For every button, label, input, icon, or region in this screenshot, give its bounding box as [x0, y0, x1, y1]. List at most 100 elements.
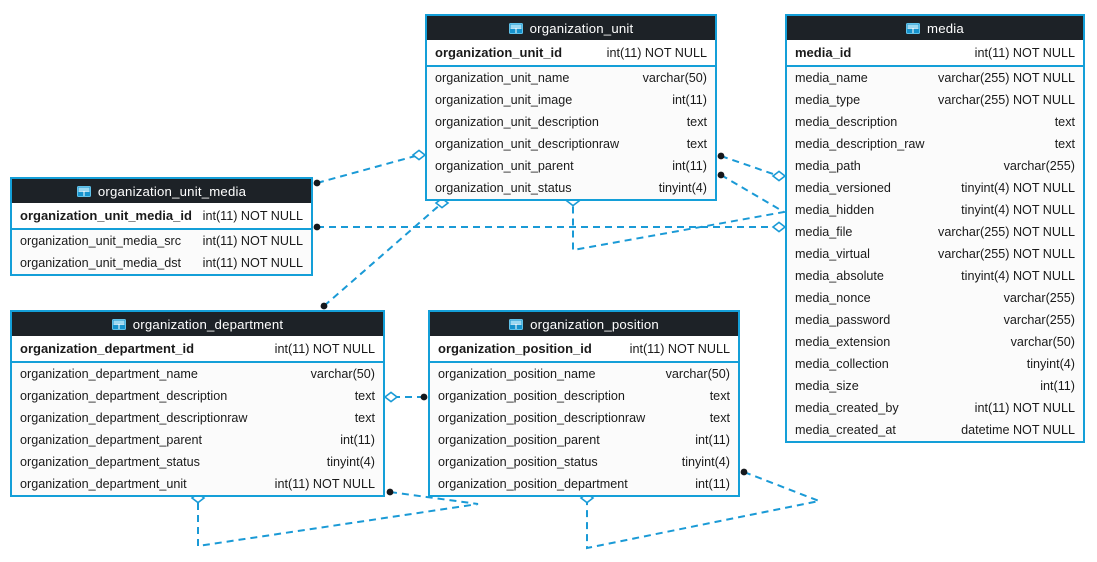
- column-row[interactable]: media_hidden tinyint(4) NOT NULL: [787, 199, 1083, 221]
- table-header[interactable]: organization_department: [12, 312, 383, 336]
- column-name: organization_unit_media_dst: [20, 256, 182, 270]
- relationship-line[interactable]: [720, 155, 780, 177]
- relationship-line[interactable]: [323, 202, 443, 307]
- column-type: int(11): [672, 93, 707, 107]
- column-name: organization_position_parent: [438, 433, 600, 447]
- column-type: text: [686, 137, 707, 151]
- column-name: media_name: [795, 71, 868, 85]
- table-icon: [509, 318, 524, 330]
- relationship-line[interactable]: [572, 174, 787, 252]
- column-type: varchar(255) NOT NULL: [938, 71, 1075, 85]
- column-name: organization_department_id: [20, 341, 195, 356]
- table-header[interactable]: media: [787, 16, 1083, 40]
- relationship-line[interactable]: [586, 471, 823, 550]
- one-end-diamond-icon: [411, 149, 427, 161]
- column-row[interactable]: organization_department_status tinyint(4): [12, 451, 383, 473]
- table-title: organization_unit_media: [97, 183, 247, 199]
- column-name: organization_position_name: [438, 367, 596, 381]
- column-type: tinyint(4): [681, 455, 730, 469]
- rel-organization_position-organization_department[interactable]: [383, 391, 428, 403]
- table-header[interactable]: organization_unit_media: [12, 179, 311, 203]
- column-type: int(11): [1040, 379, 1075, 393]
- column-row[interactable]: organization_position_parent int(11): [430, 429, 738, 451]
- table-header[interactable]: organization_unit: [427, 16, 715, 40]
- rel-organization_unit-media[interactable]: [717, 152, 787, 182]
- table-icon: [76, 185, 91, 197]
- column-type: tinyint(4) NOT NULL: [961, 203, 1075, 217]
- table-organization_position[interactable]: organization_position organization_positi…: [428, 310, 740, 497]
- column-type: text: [1054, 115, 1075, 129]
- column-name: media_versioned: [795, 181, 891, 195]
- rel-organization_department-organization_unit[interactable]: [320, 197, 450, 310]
- column-type: varchar(50): [1010, 335, 1075, 349]
- column-row[interactable]: media_versioned tinyint(4) NOT NULL: [787, 177, 1083, 199]
- rel-organization_department-self-parent[interactable]: [190, 488, 479, 548]
- table-organization_unit_media[interactable]: organization_unit_media organization_unit…: [10, 177, 313, 276]
- relationship-line[interactable]: [316, 154, 420, 184]
- column-name: organization_department_descriptionraw: [20, 411, 248, 425]
- table-header[interactable]: organization_position: [430, 312, 738, 336]
- column-type: tinyint(4) NOT NULL: [961, 181, 1075, 195]
- column-name: media_hidden: [795, 203, 875, 217]
- column-type: int(11): [695, 433, 730, 447]
- column-type: int(11) NOT NULL: [202, 234, 303, 248]
- column-name: media_absolute: [795, 269, 884, 283]
- column-name: organization_department_status: [20, 455, 200, 469]
- column-type: varchar(255) NOT NULL: [938, 225, 1075, 239]
- table-icon: [508, 22, 523, 34]
- column-name: organization_unit_id: [435, 45, 563, 60]
- column-type: tinyint(4): [326, 455, 375, 469]
- rel-organization_unit_media-media[interactable]: [313, 221, 787, 233]
- rel-organization_unit_media-organization_unit[interactable]: [313, 149, 427, 187]
- relationship-line[interactable]: [197, 491, 479, 548]
- table-title: organization_position: [530, 316, 659, 332]
- many-end-dot-icon: [313, 223, 321, 231]
- column-name: organization_unit_name: [435, 71, 570, 85]
- column-name: organization_position_descriptionraw: [438, 411, 646, 425]
- column-name: organization_department_unit: [20, 477, 187, 491]
- column-row[interactable]: media_name varchar(255) NOT NULL: [787, 67, 1083, 89]
- column-name: media_collection: [795, 357, 889, 371]
